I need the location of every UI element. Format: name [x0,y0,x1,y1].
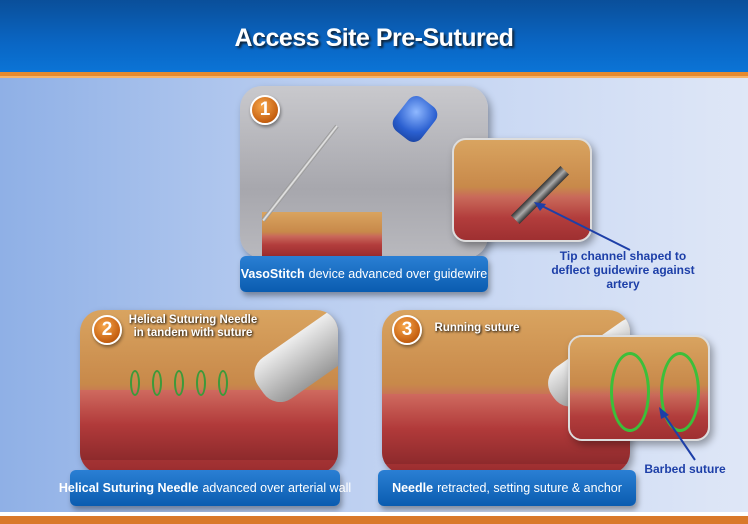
step-1-badge: 1 [250,95,280,125]
tip-channel-inset [452,138,592,242]
header-bar: Access Site Pre-Sutured [0,0,748,72]
step-1-illustration [240,86,488,258]
suture-coil-icon [660,352,700,432]
caption-text: device advanced over guidewire [308,267,488,281]
suture-coil-icon [174,370,184,396]
page-title: Access Site Pre-Sutured [234,24,514,52]
suture-coil-icon [610,352,650,432]
step-3-label: Running suture [434,322,520,334]
tip-channel-annotation: Tip channel shaped to deflect guidewire … [551,249,695,291]
tissue-background [454,140,590,240]
caption-bold: Helical Suturing Needle [58,481,199,495]
footer-divider [0,512,748,516]
artery [80,390,338,460]
step-2-illustration [80,310,338,474]
step-3-badge: 3 [392,315,422,345]
step-2-badge: 2 [92,315,122,345]
step-2-label: Helical Suturing Needle in tandem with s… [128,314,258,339]
barbed-suture-annotation: Barbed suture [644,462,726,476]
suture-coil-icon [152,370,162,396]
barbed-suture-pointer [659,407,696,461]
suture-coil-icon [218,370,228,396]
caption-text: advanced over arterial wall [202,481,352,495]
device-handle-icon [388,91,442,147]
suture-coil-icon [130,370,140,396]
tip-channel-pointer [534,202,631,251]
header-divider [0,72,748,78]
footer-bar [0,516,748,524]
caption-text: retracted, setting suture & anchor [437,481,622,495]
tissue-cross-section [262,212,382,256]
caption-bold: VasoStitch [240,267,305,281]
barbed-suture-inset [568,335,710,441]
suture-coil-icon [196,370,206,396]
caption-bold: Needle [392,481,434,495]
sheath-icon [261,124,339,222]
